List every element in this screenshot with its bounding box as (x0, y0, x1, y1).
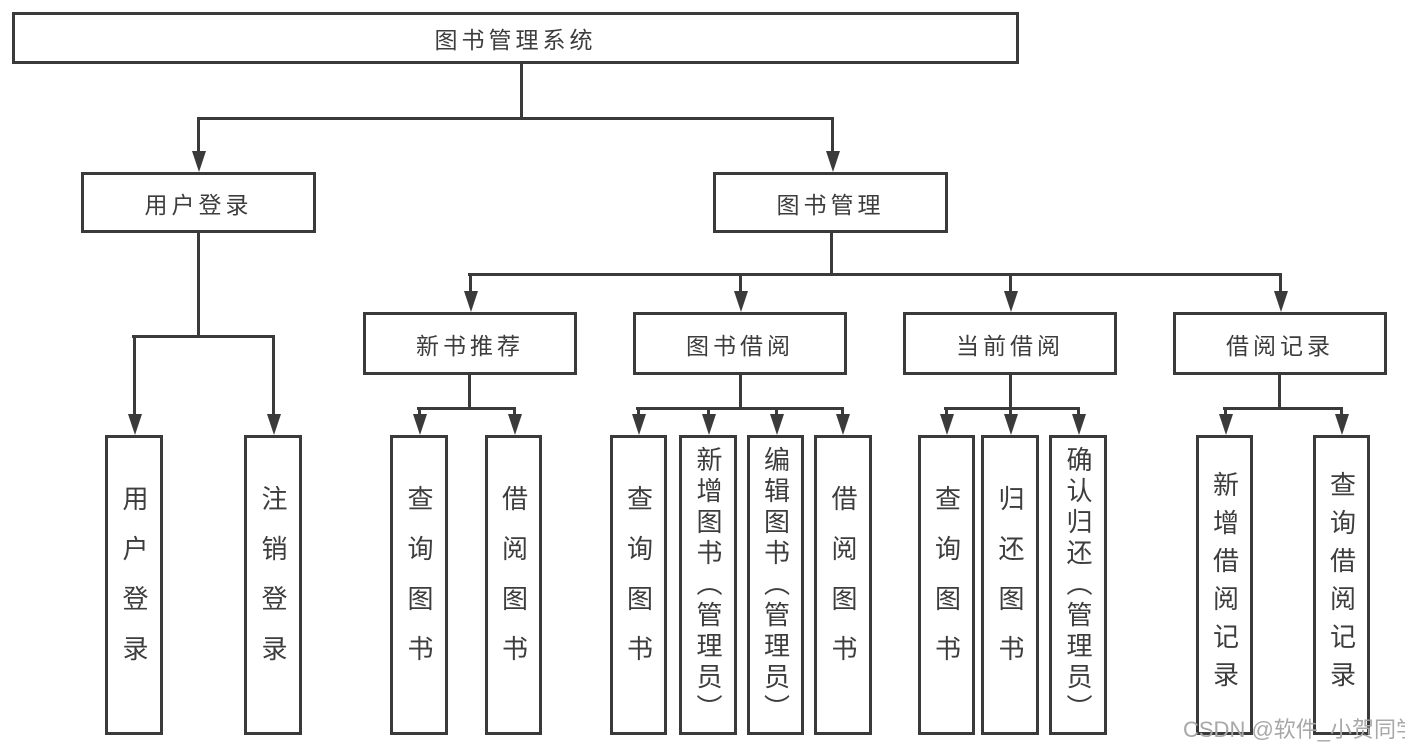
arrow-to-user-login (197, 117, 200, 151)
watermark-text: CSDN @软件_小贺同学 (1183, 717, 1405, 742)
connector-records-bar (1223, 407, 1343, 410)
node-book-management: 图书管理 (713, 172, 948, 233)
node-borrow-records: 借阅记录 (1173, 312, 1387, 375)
arrow-borrow-leaf-2 (707, 407, 710, 414)
connector-root-stub (520, 62, 523, 120)
connector-current-stub (1009, 373, 1012, 410)
leaf-user-login-label: 用户登录 (119, 485, 149, 685)
leaf-logout-label: 注销登录 (258, 485, 288, 685)
leaf-records-add-record: 新增借阅记录 (1196, 435, 1253, 735)
leaf-logout: 注销登录 (244, 435, 302, 735)
connector-recommend-bar (417, 407, 516, 410)
leaf-recommend-query-books-label: 查询图书 (404, 485, 434, 685)
arrow-to-borrow-records (1279, 273, 1282, 291)
leaf-borrow-add-books-admin: 新增图书（管理员） (679, 435, 737, 735)
leaf-borrow-query-books: 查询图书 (610, 435, 667, 735)
connector-current-bar (944, 407, 1080, 410)
arrow-to-leaf-logout (272, 335, 275, 414)
connector-recommend-stub (468, 373, 471, 410)
arrow-borrow-leaf-4 (841, 407, 844, 414)
arrow-to-new-book-recommend (469, 273, 472, 291)
node-system-root: 图书管理系统 (12, 12, 1019, 64)
arrow-borrow-leaf-3 (775, 407, 778, 414)
leaf-borrow-add-books-admin-label: 新增图书（管理员） (693, 445, 723, 725)
node-new-book-recommend: 新书推荐 (363, 312, 577, 375)
leaf-borrow-borrow-books: 借阅图书 (814, 435, 872, 735)
connector-manage-bar (468, 273, 1282, 276)
leaf-user-login: 用户登录 (105, 435, 163, 735)
leaf-recommend-query-books: 查询图书 (390, 435, 448, 735)
arrow-to-book-management (831, 117, 834, 151)
node-book-borrow-label: 图书借阅 (686, 332, 794, 359)
leaf-current-confirm-return-admin: 确认归还（管理员） (1049, 435, 1107, 735)
leaf-current-return-books-label: 归还图书 (995, 485, 1025, 685)
connector-manage-stub (830, 231, 833, 276)
node-system-root-label: 图书管理系统 (434, 27, 597, 53)
node-user-login-label: 用户登录 (144, 191, 253, 218)
connector-root-bar (197, 117, 834, 120)
leaf-records-query-record: 查询借阅记录 (1313, 435, 1370, 735)
arrow-records-leaf-2 (1340, 407, 1343, 414)
connector-user-stub (197, 231, 200, 338)
node-user-login: 用户登录 (81, 172, 316, 233)
arrow-to-current-borrow (1009, 273, 1012, 291)
node-book-borrow: 图书借阅 (633, 312, 847, 375)
leaf-records-add-record-label: 新增借阅记录 (1209, 471, 1240, 699)
leaf-borrow-query-books-label: 查询图书 (623, 485, 654, 685)
arrow-borrow-leaf-1 (637, 407, 640, 414)
node-current-borrow-label: 当前借阅 (956, 332, 1064, 359)
arrow-current-leaf-2 (1009, 407, 1012, 414)
connector-borrow-bar (636, 407, 844, 410)
connector-borrow-stub (739, 373, 742, 410)
arrow-to-book-borrow (739, 273, 742, 291)
node-book-management-label: 图书管理 (776, 191, 885, 218)
node-borrow-records-label: 借阅记录 (1226, 332, 1334, 359)
connector-user-bar (132, 335, 275, 338)
node-new-book-recommend-label: 新书推荐 (416, 332, 524, 359)
arrow-current-leaf-1 (945, 407, 948, 414)
leaf-borrow-borrow-books-label: 借阅图书 (828, 485, 858, 685)
arrow-recommend-leaf-2 (513, 407, 516, 414)
leaf-recommend-borrow-books: 借阅图书 (485, 435, 542, 735)
leaf-current-return-books: 归还图书 (981, 435, 1039, 735)
leaf-recommend-borrow-books-label: 借阅图书 (498, 485, 529, 685)
arrow-current-leaf-3 (1077, 407, 1080, 414)
leaf-current-confirm-return-admin-label: 确认归还（管理员） (1063, 445, 1093, 725)
leaf-borrow-edit-books-admin-label: 编辑图书（管理员） (760, 445, 791, 725)
node-current-borrow: 当前借阅 (903, 312, 1117, 375)
arrow-to-leaf-user-login (133, 335, 136, 414)
leaf-borrow-edit-books-admin: 编辑图书（管理员） (747, 435, 804, 735)
leaf-current-query-books: 查询图书 (918, 435, 975, 735)
leaf-records-query-record-label: 查询借阅记录 (1326, 471, 1357, 699)
leaf-current-query-books-label: 查询图书 (931, 485, 962, 685)
arrow-recommend-leaf-1 (418, 407, 421, 414)
arrow-records-leaf-1 (1224, 407, 1227, 414)
connector-records-stub (1278, 373, 1281, 410)
